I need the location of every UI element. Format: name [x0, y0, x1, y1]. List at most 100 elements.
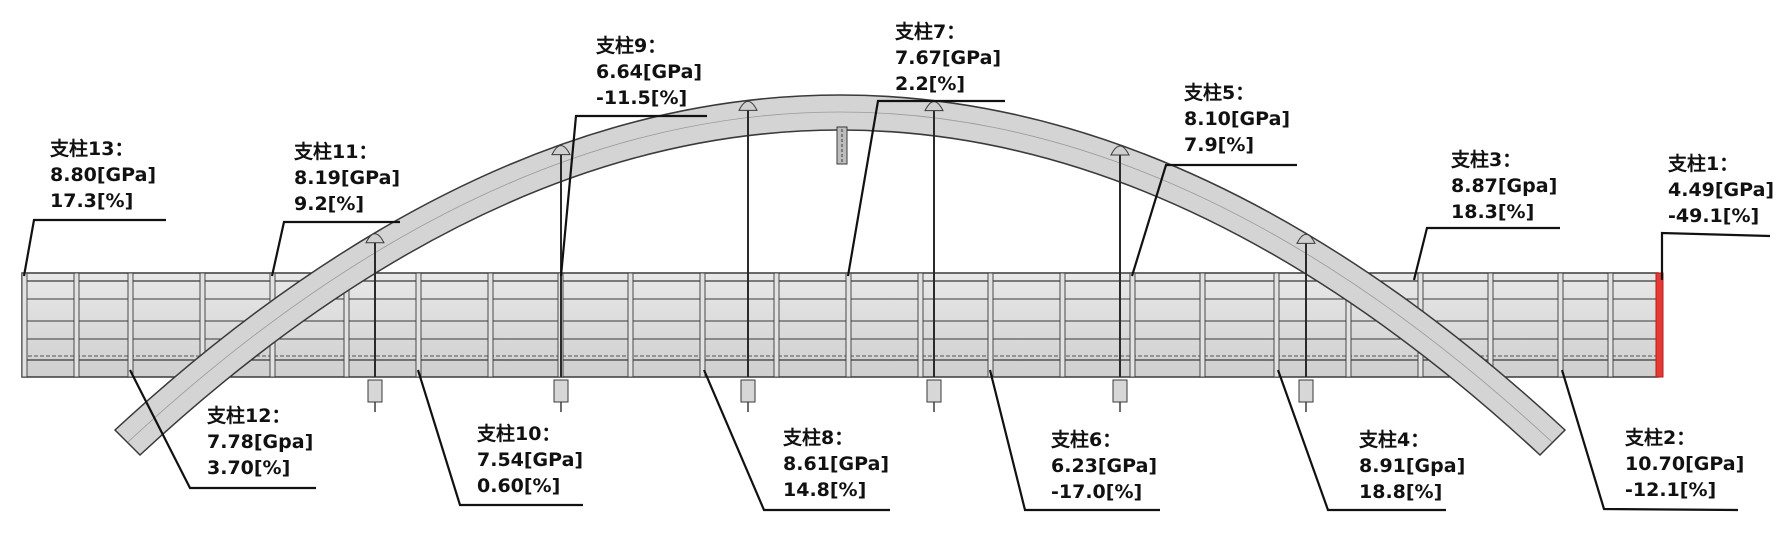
- column-change: -12.1[%]: [1625, 479, 1716, 501]
- deck-post: [1059, 272, 1066, 378]
- leader-lines: [22, 99, 1771, 512]
- label-column-3: 支柱3： 8.87[Gpa] 18.3[%]: [1450, 148, 1557, 223]
- leader-column-6: [988, 369, 1160, 512]
- column-name: 支柱7：: [894, 20, 965, 43]
- hanger-anchor: [738, 100, 758, 111]
- column-name: 支柱12：: [206, 404, 290, 427]
- leader-column-7: [846, 99, 1005, 277]
- leader-column-8: [702, 369, 890, 512]
- column-modulus: 8.87[Gpa]: [1451, 175, 1557, 197]
- column-change: -49.1[%]: [1668, 205, 1759, 227]
- column-name: 支柱13：: [49, 137, 133, 160]
- leader-column-10: [416, 369, 583, 507]
- deck-post: [1273, 272, 1280, 378]
- leader-column-5: [1130, 163, 1297, 277]
- column-change: 14.8[%]: [783, 479, 866, 501]
- deck-post: [987, 272, 994, 378]
- bearing-block: [926, 379, 942, 403]
- column-name: 支柱1：: [1667, 152, 1738, 175]
- label-column-9: 支柱9： 6.64[GPa] -11.5[%]: [595, 34, 702, 109]
- column-name: 支柱6：: [1050, 428, 1121, 451]
- highlighted-column-1: [1655, 272, 1664, 378]
- label-column-6: 支柱6： 6.23[GPa] -17.0[%]: [1050, 428, 1157, 503]
- column-modulus: 8.19[GPa]: [294, 167, 400, 189]
- hanger-anchor: [1296, 233, 1316, 244]
- column-change: 9.2[%]: [294, 193, 364, 215]
- deck-post: [127, 272, 134, 378]
- deck-post: [627, 272, 634, 378]
- column-modulus: 7.78[Gpa]: [207, 431, 313, 453]
- label-column-5: 支柱5： 8.10[GPa] 7.9[%]: [1183, 81, 1290, 156]
- leader-column-9: [559, 114, 707, 277]
- deck-post: [1129, 272, 1136, 378]
- deck-verticals: [21, 272, 1614, 378]
- label-column-10: 支柱10： 7.54[GPa] 0.60[%]: [476, 422, 583, 497]
- leader-column-2: [1560, 369, 1739, 512]
- bearing-block: [740, 379, 756, 403]
- leader-column-1: [1660, 231, 1771, 280]
- bearing-block: [367, 379, 383, 403]
- label-column-11: 支柱11： 8.19[GPa] 9.2[%]: [293, 140, 400, 215]
- deck-post: [699, 272, 706, 378]
- label-column-2: 支柱2： 10.70[GPa] -12.1[%]: [1624, 426, 1744, 501]
- deck-post: [1557, 272, 1564, 378]
- label-column-1: 支柱1： 4.49[GPa] -49.1[%]: [1667, 152, 1774, 227]
- column-change: 0.60[%]: [477, 475, 560, 497]
- leader-column-11: [270, 220, 400, 277]
- column-modulus: 4.49[GPa]: [1668, 179, 1774, 201]
- column-labels: 支柱1： 4.49[GPa] -49.1[%] 支柱2： 10.70[GPa] …: [49, 20, 1774, 503]
- column-modulus: 6.23[GPa]: [1051, 455, 1157, 477]
- deck-post: [917, 272, 924, 378]
- leader-column-4: [1276, 369, 1446, 512]
- column-modulus: 7.67[GPa]: [895, 47, 1001, 69]
- arch-rib-inner-line: [127, 111, 1553, 443]
- leader-column-3: [1412, 226, 1560, 281]
- column-name: 支柱4：: [1358, 428, 1429, 451]
- column-change: 2.2[%]: [895, 73, 965, 95]
- column-modulus: 7.54[GPa]: [477, 449, 583, 471]
- column-change: -17.0[%]: [1051, 481, 1142, 503]
- column-name: 支柱2：: [1624, 426, 1695, 449]
- deck-post: [1487, 272, 1494, 378]
- column-change: 18.8[%]: [1359, 481, 1442, 503]
- leader-column-13: [22, 218, 166, 277]
- hanger-anchor: [1110, 145, 1130, 156]
- column-name: 支柱11：: [293, 140, 377, 163]
- column-modulus: 8.61[GPa]: [783, 453, 889, 475]
- bearing-block: [1112, 379, 1128, 403]
- label-column-7: 支柱7： 7.67[GPa] 2.2[%]: [894, 20, 1001, 95]
- label-column-8: 支柱8： 8.61[GPa] 14.8[%]: [782, 426, 889, 501]
- column-name: 支柱9：: [595, 34, 666, 57]
- column-name: 支柱10：: [476, 422, 560, 445]
- deck-post: [845, 272, 852, 378]
- column-name: 支柱5：: [1183, 81, 1254, 104]
- column-modulus: 8.80[GPa]: [50, 164, 156, 186]
- deck-post: [415, 272, 422, 378]
- hanger-anchor: [551, 145, 571, 156]
- label-column-4: 支柱4： 8.91[Gpa] 18.8[%]: [1358, 428, 1465, 503]
- deck-post: [73, 272, 80, 378]
- column-change: 7.9[%]: [1184, 134, 1254, 156]
- column-name: 支柱8：: [782, 426, 853, 449]
- arch-rib: [113, 94, 1567, 457]
- column-modulus: 10.70[GPa]: [1625, 453, 1744, 475]
- deck-post: [1607, 272, 1614, 378]
- column-modulus: 6.64[GPa]: [596, 61, 702, 83]
- label-column-12: 支柱12： 7.78[Gpa] 3.70[%]: [206, 404, 313, 479]
- column-change: 17.3[%]: [50, 190, 133, 212]
- column-change: 3.70[%]: [207, 457, 290, 479]
- column-name: 支柱3：: [1450, 148, 1521, 171]
- column-change: 18.3[%]: [1451, 201, 1534, 223]
- label-column-13: 支柱13： 8.80[GPa] 17.3[%]: [49, 137, 156, 212]
- deck-post: [1199, 272, 1206, 378]
- column-modulus: 8.10[GPa]: [1184, 108, 1290, 130]
- column-modulus: 8.91[Gpa]: [1359, 455, 1465, 477]
- leader-column-12: [129, 369, 316, 490]
- deck-post: [773, 272, 780, 378]
- deck-post: [21, 272, 28, 378]
- hanger-anchor: [365, 233, 385, 244]
- column-change: -11.5[%]: [596, 87, 687, 109]
- bearing-block: [553, 379, 569, 403]
